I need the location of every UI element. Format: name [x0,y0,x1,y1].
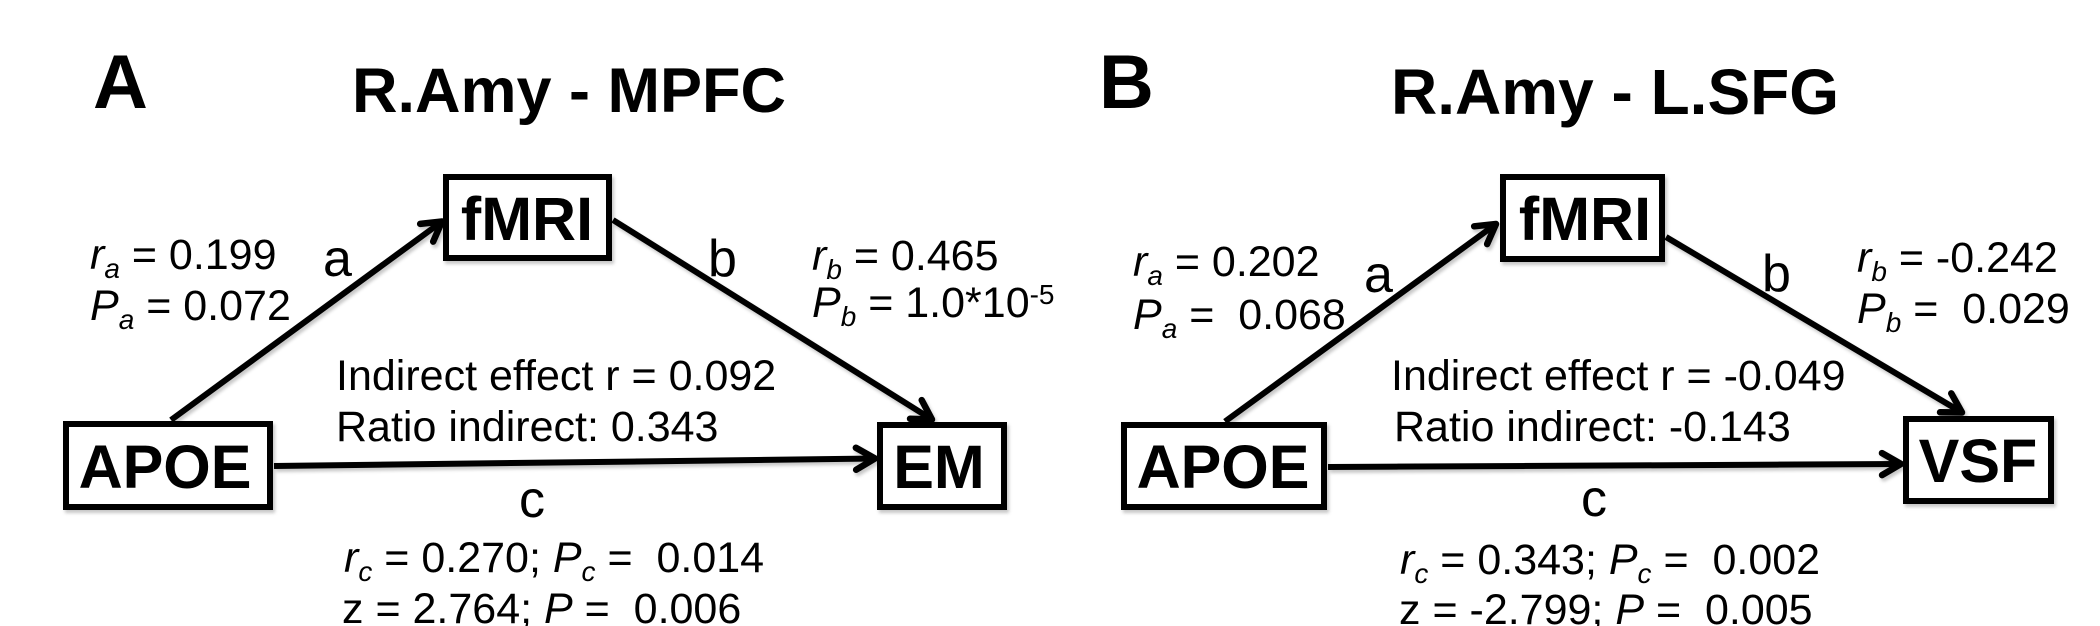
svg-text:b: b [708,230,737,288]
svg-text:rb = -0.242: rb = -0.242 [1857,234,2058,287]
svg-text:Pa = 0.072: Pa = 0.072 [90,282,291,335]
svg-text:Pb = 0.029: Pb = 0.029 [1857,285,2070,338]
svg-text:Indirect effect r = -0.049: Indirect effect r = -0.049 [1391,352,1846,400]
svg-text:Ratio indirect: 0.343: Ratio indirect: 0.343 [336,403,718,451]
svg-text:R.Amy - MPFC: R.Amy - MPFC [352,56,786,126]
svg-text:a: a [323,230,352,288]
svg-text:b: b [1762,245,1791,303]
svg-text:APOE: APOE [1137,433,1310,501]
svg-text:Ratio indirect: -0.143: Ratio indirect: -0.143 [1394,403,1791,451]
svg-text:A: A [93,40,148,125]
svg-text:R.Amy - L.SFG: R.Amy - L.SFG [1391,56,1839,128]
svg-text:c: c [519,471,545,529]
svg-text:z = 2.764; P = 0.006: z = 2.764; P = 0.006 [342,585,741,626]
svg-text:ra = 0.202: ra = 0.202 [1133,238,1320,291]
svg-text:z = -2.799; P = 0.005: z = -2.799; P = 0.005 [1399,586,1813,626]
svg-text:fMRI: fMRI [461,185,593,253]
svg-text:EM: EM [893,433,985,501]
svg-text:Indirect effect r = 0.092: Indirect effect r = 0.092 [336,352,776,400]
svg-text:Pa = 0.068: Pa = 0.068 [1133,291,1346,344]
svg-text:fMRI: fMRI [1519,185,1651,253]
svg-text:rc = 0.270; Pc = 0.014: rc = 0.270; Pc = 0.014 [344,534,764,587]
svg-text:c: c [1581,470,1607,528]
svg-text:APOE: APOE [79,433,252,501]
svg-text:VSF: VSF [1919,427,2038,495]
svg-text:Pb = 1.0*10-5: Pb = 1.0*10-5 [812,279,1055,332]
svg-text:ra = 0.199: ra = 0.199 [90,231,277,284]
svg-text:rc = 0.343; Pc = 0.002: rc = 0.343; Pc = 0.002 [1400,536,1820,589]
svg-text:a: a [1364,246,1393,304]
svg-text:B: B [1099,40,1154,125]
svg-text:rb = 0.465: rb = 0.465 [812,232,999,285]
